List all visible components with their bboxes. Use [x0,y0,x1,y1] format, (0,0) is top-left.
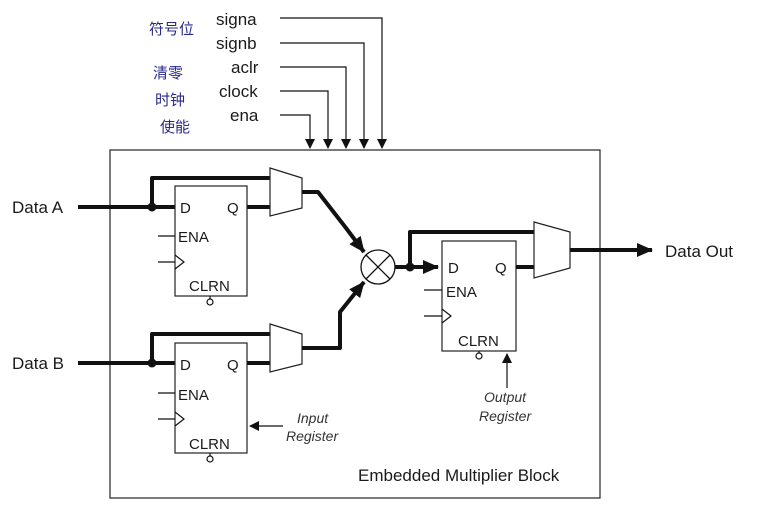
input-register-b: D Q ENA CLRN [158,342,248,463]
wire-signb [280,42,369,149]
wire-mux-a-to-multiplier [302,190,366,254]
block-title: Embedded Multiplier Block [358,466,560,485]
annotation-input-line2: Register [286,428,339,444]
input-label-data-a: Data A [12,198,64,217]
output-label-data-out: Data Out [665,242,733,261]
clear-bubble [206,455,214,463]
junction-dot [147,202,157,212]
junction-dot [405,262,415,272]
output-register-annotation: Output Register [479,353,532,424]
input-mux-a [269,167,303,217]
wire-ena [280,114,315,149]
annotation-output-line2: Register [479,408,532,424]
input-mux-b [269,323,303,373]
chinese-label-enable: 使能 [160,118,190,136]
port-q: Q [227,200,239,217]
port-ena: ENA [178,229,209,246]
data-a-path [78,176,270,212]
wire-clock [280,90,333,149]
input-label-data-b: Data B [12,354,64,373]
chinese-label-sign-bit: 符号位 [149,20,194,38]
port-d: D [180,200,191,217]
multiplier-block-border [109,149,601,499]
port-d: D [180,357,191,374]
signal-label-signa: signa [216,10,257,29]
multiplier-output-path [395,230,534,274]
annotation-input-line1: Input [297,410,329,426]
port-ena: ENA [178,387,209,404]
junction-dot [147,358,157,368]
wire-aclr [280,66,351,149]
annotation-output-line1: Output [484,389,527,405]
signal-label-clock: clock [219,82,258,101]
clock-input-triangle [174,411,185,427]
port-clrn: CLRN [189,436,230,453]
wire-signa [280,17,387,149]
chinese-label-clock: 时钟 [155,91,185,109]
port-clrn: CLRN [189,278,230,295]
input-register-a: D Q ENA CLRN [158,185,248,306]
multiplier-symbol [360,249,396,285]
input-register-annotation: Input Register [249,410,339,444]
signal-label-aclr: aclr [231,58,259,77]
output-register: D Q ENA CLRN [424,240,534,360]
port-q: Q [495,260,507,277]
chinese-label-clear: 清零 [153,64,183,82]
clear-bubble [475,352,483,360]
control-signal-wires [280,17,387,149]
output-mux [533,221,571,279]
data-b-path [78,332,270,368]
port-ena: ENA [446,284,477,301]
wire-mux-b-to-multiplier [302,280,366,350]
port-q: Q [227,357,239,374]
clock-input-triangle [174,254,185,270]
port-d: D [448,260,459,277]
clock-input-triangle [441,308,452,324]
port-clrn: CLRN [458,333,499,350]
signal-label-signb: signb [216,34,257,53]
clear-bubble [206,298,214,306]
signal-label-ena: ena [230,106,259,125]
